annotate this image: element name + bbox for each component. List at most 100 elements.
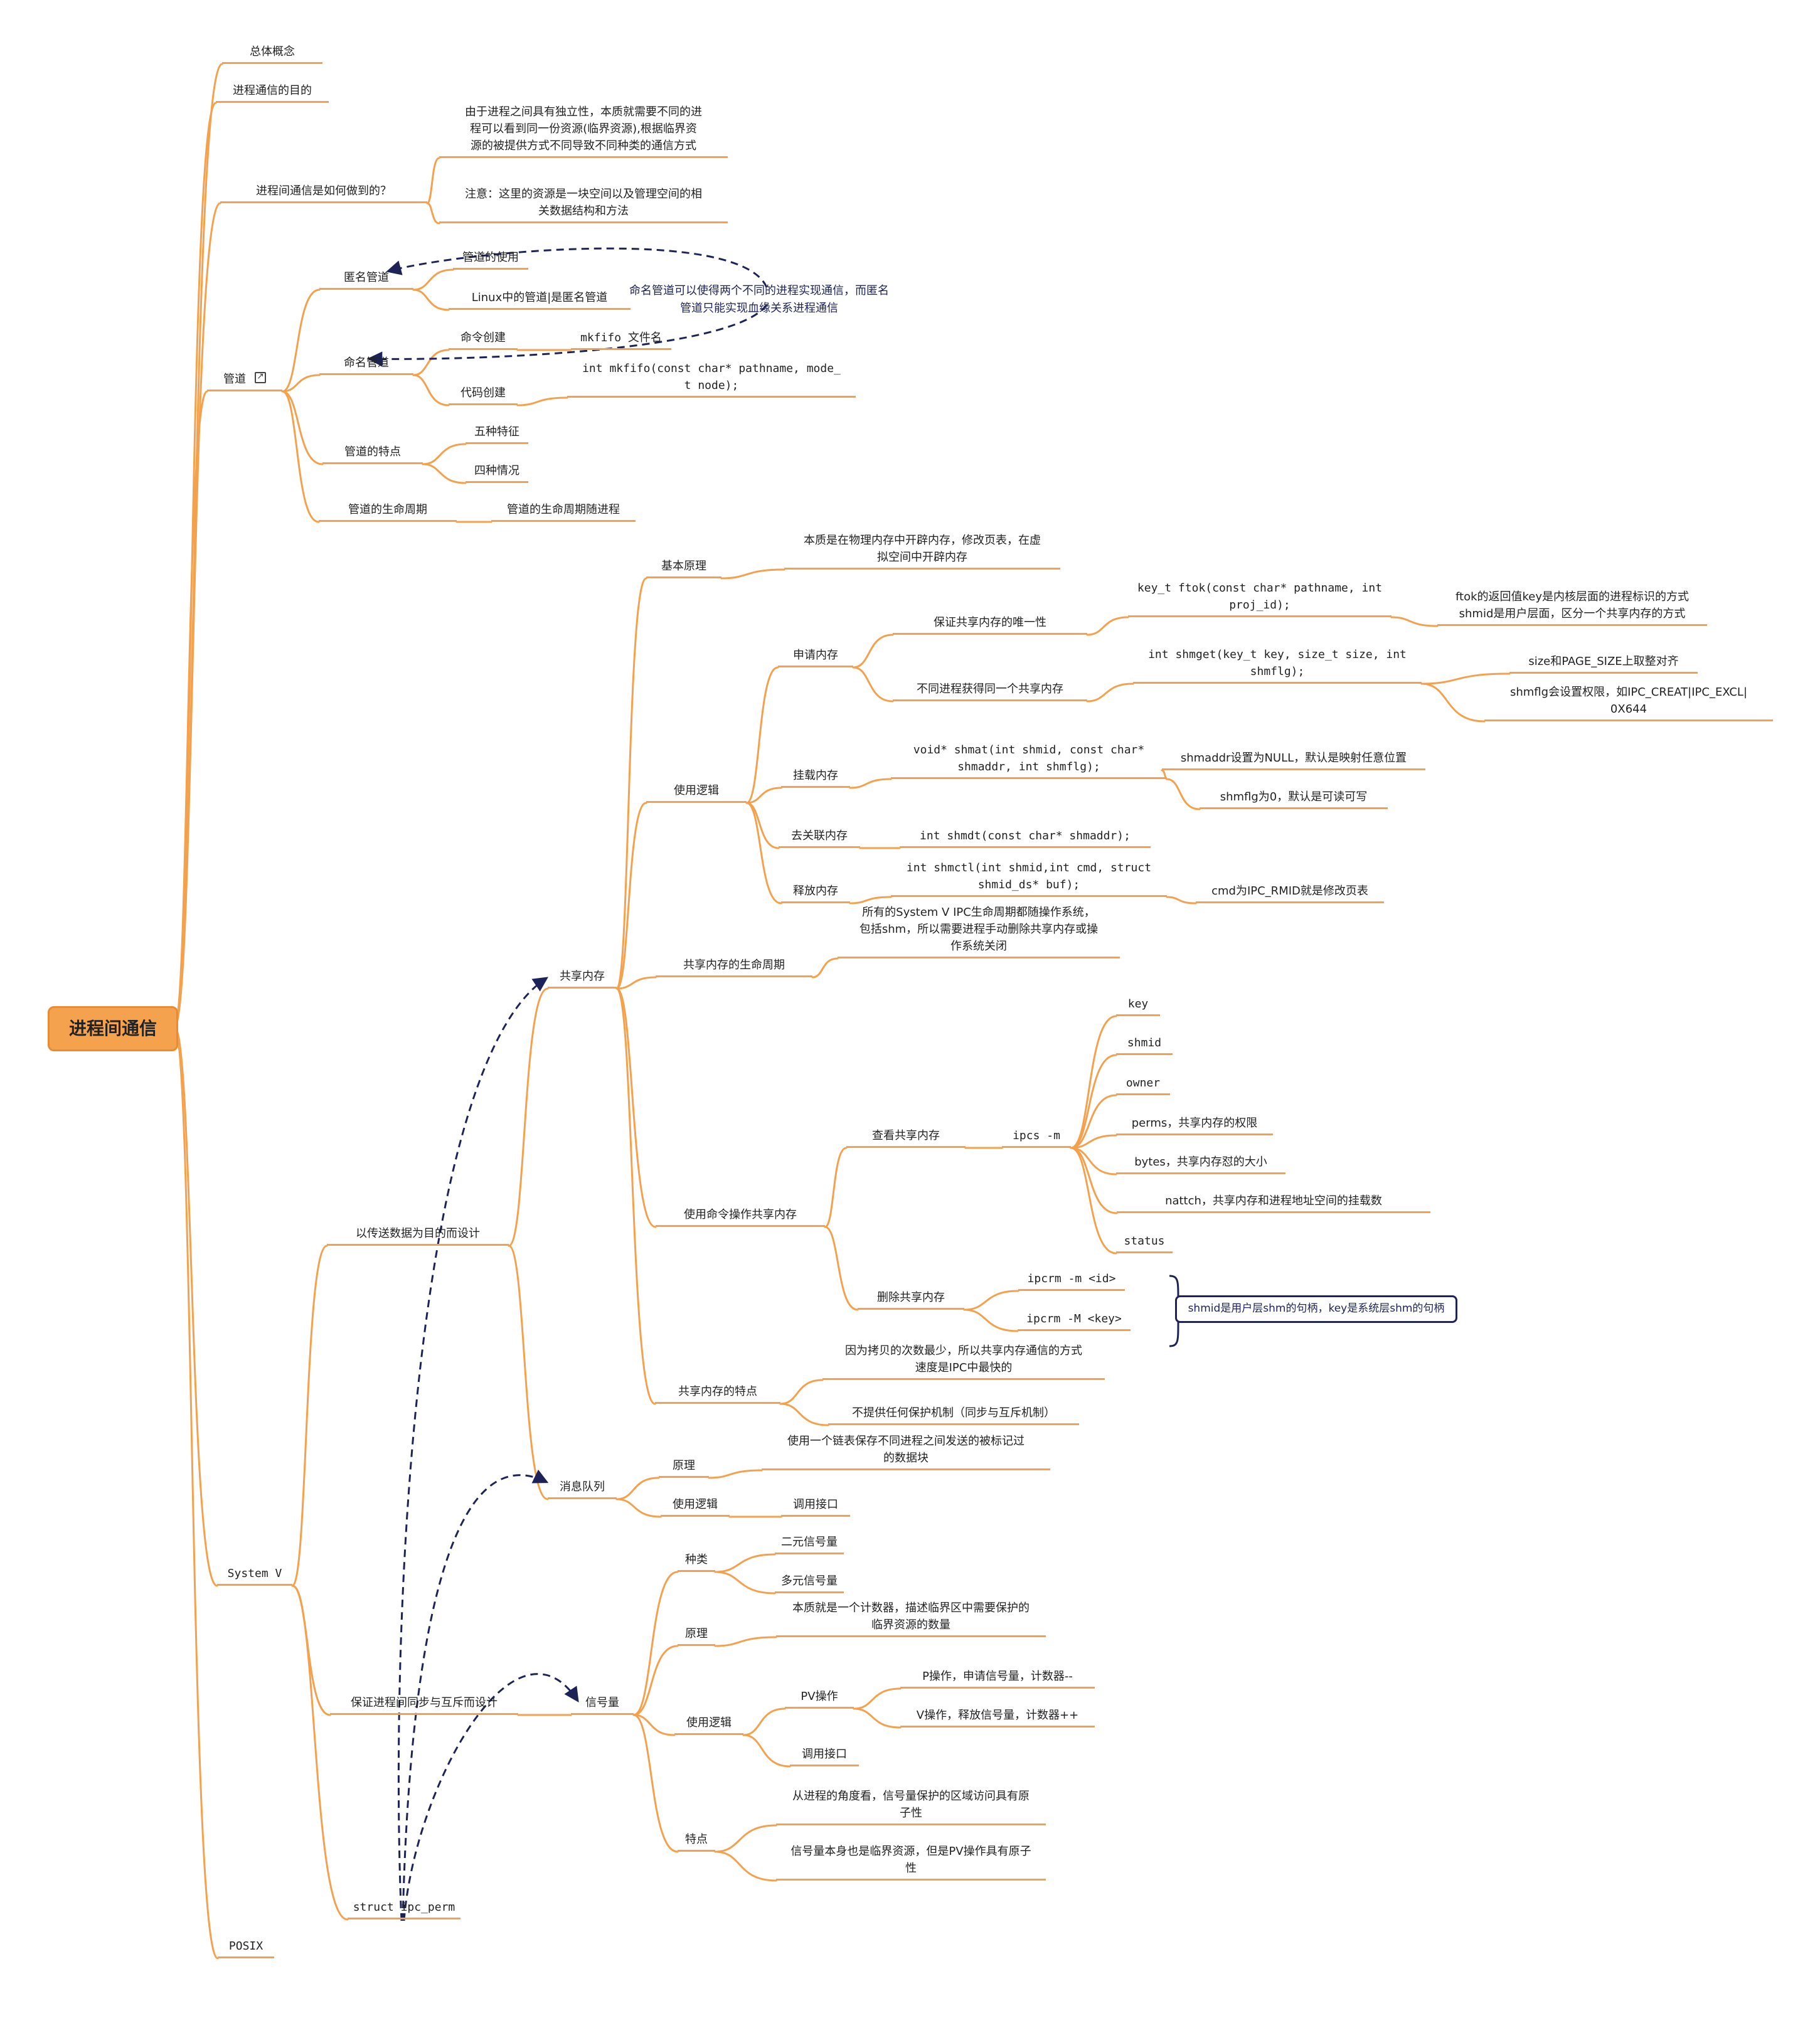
- node-3-1-0[interactable]: 命令创建: [449, 329, 518, 350]
- node-4-0-0-1-2-0[interactable]: int shmdt(const char* shmaddr);: [900, 827, 1151, 848]
- node-2-0[interactable]: 由于进程之间具有独立性，本质就需要不同的进 程可以看到同一份资源(临界资源),根…: [439, 104, 728, 158]
- node-4-0-0-3-0-0[interactable]: ipcs -m: [1002, 1127, 1071, 1148]
- node-4-1-0-0[interactable]: 种类: [678, 1551, 715, 1572]
- node-4-0-0-1-3-0-0[interactable]: cmd为IPC_RMID就是修改页表: [1196, 883, 1384, 903]
- node-3-1-1[interactable]: 代码创建: [449, 385, 518, 405]
- node-4-0-0-1[interactable]: 使用逻辑: [646, 782, 747, 803]
- node-4-1-0-3-0[interactable]: 从进程的角度看，信号量保护的区域访问具有原 子性: [776, 1788, 1046, 1825]
- node-4-0-0-1-1-0[interactable]: void* shmat(int shmid, const char* shmad…: [891, 741, 1167, 779]
- node-4-0-0-3-1-0[interactable]: ipcrm -m <id>: [1018, 1270, 1125, 1291]
- node-5[interactable]: POSIX: [218, 1938, 274, 1958]
- node-4-0-0-1-0-1-0-1[interactable]: shmflg会设置权限，如IPC_CREAT|IPC_EXCL| 0X644: [1484, 684, 1773, 721]
- node-4-0-0-1-0[interactable]: 申请内存: [778, 647, 853, 667]
- node-4-0-0-4-0[interactable]: 因为拷贝的次数最少，所以共享内存通信的方式 速度是IPC中最快的: [822, 1342, 1105, 1380]
- node-4-0-0-1-1-0-0[interactable]: shmaddr设置为NULL，默认是映射任意位置: [1162, 750, 1425, 770]
- node-label: 共享内存: [560, 970, 605, 983]
- node-underline: [678, 1644, 715, 1646]
- node-4-0-0-0[interactable]: 基本原理: [646, 558, 721, 578]
- node-4-0-0-1-3-0[interactable]: int shmctl(int shmid,int cmd, struct shm…: [891, 859, 1167, 897]
- node-4-0-0-4[interactable]: 共享内存的特点: [655, 1383, 780, 1404]
- node-4-0-0-2[interactable]: 共享内存的生命周期: [656, 957, 812, 977]
- node-underline: [1116, 1172, 1285, 1174]
- node-4-0-0-3-0-0-0[interactable]: key: [1116, 995, 1160, 1016]
- node-4-0-0-3-1[interactable]: 删除共享内存: [858, 1289, 964, 1310]
- node-4-0-0-1-0-0[interactable]: 保证共享内存的唯一性: [893, 614, 1087, 635]
- node-3-1[interactable]: 命名管道: [319, 354, 413, 375]
- node-4-0-0-3-0[interactable]: 查看共享内存: [846, 1127, 966, 1148]
- node-4-0-0-3-1-1[interactable]: ipcrm -M <key>: [1018, 1310, 1131, 1331]
- node-4-1-0-3-1[interactable]: 信号量本身也是临界资源，但是PV操作具有原子 性: [776, 1843, 1046, 1881]
- node-3-0-0[interactable]: 管道的使用: [453, 249, 528, 270]
- node-4[interactable]: System V: [217, 1565, 292, 1586]
- node-4-0-0-1-0-1-0-0[interactable]: size和PAGE_SIZE上取整对齐: [1509, 653, 1698, 674]
- node-4-0-0-1-0-1[interactable]: 不同进程获得同一个共享内存: [893, 681, 1087, 701]
- node-4-0-0-0-0[interactable]: 本质是在物理内存中开辟内存，修改页表，在虚 拟空间中开辟内存: [784, 532, 1060, 570]
- root-node[interactable]: 进程间通信: [48, 1006, 178, 1051]
- node-4-0-0-1-0-0-0[interactable]: key_t ftok(const char* pathname, int pro…: [1128, 580, 1392, 617]
- node-4-1-0-0-0[interactable]: 二元信号量: [775, 1534, 844, 1554]
- node-3-0-1[interactable]: Linux中的管道|是匿名管道: [449, 289, 631, 310]
- node-underline: [900, 1726, 1095, 1728]
- node-4-0-1-0[interactable]: 原理: [659, 1457, 709, 1478]
- node-4-0-0-3-0-0-5[interactable]: nattch，共享内存和进程地址空间的挂载数: [1117, 1192, 1430, 1213]
- node-3-2-0[interactable]: 五种特征: [466, 423, 528, 444]
- node-4-0-0-1-0-0-0-0[interactable]: ftok的返回值key是内核层面的进程标识的方式 shmid是用户层面，区分一个…: [1437, 588, 1707, 626]
- node-3-1-0-0[interactable]: mkfifo 文件名: [571, 329, 671, 350]
- node-4-1-0-1[interactable]: 原理: [678, 1625, 715, 1646]
- node-4-1-0-1-0[interactable]: 本质就是一个计数器，描述临界区中需要保护的 临界资源的数量: [776, 1600, 1046, 1637]
- node-underline: [439, 156, 728, 158]
- node-4-0-1-1-0[interactable]: 调用接口: [781, 1496, 850, 1517]
- node-2[interactable]: 进程间通信是如何做到的？: [220, 183, 427, 203]
- node-4-2[interactable]: struct ipc_perm: [348, 1899, 460, 1919]
- node-4-1-0-0-1[interactable]: 多元信号量: [775, 1573, 844, 1593]
- connector-4-0-0-1-0-0-0: [1086, 616, 1129, 636]
- node-3-0[interactable]: 匿名管道: [319, 269, 413, 290]
- node-4-0-0-3-0-0-4[interactable]: bytes，共享内存怼的大小: [1116, 1154, 1285, 1174]
- node-3-1-1-0[interactable]: int mkfifo(const char* pathname, mode_ t…: [567, 360, 856, 398]
- node-0[interactable]: 总体概念: [222, 43, 322, 64]
- node-4-0-0-3-0-0-1[interactable]: shmid: [1116, 1034, 1173, 1055]
- node-4-1-0-3[interactable]: 特点: [678, 1831, 715, 1852]
- node-4-0-0-1-1-0-1[interactable]: shmflg为0，默认是可读可写: [1200, 788, 1388, 809]
- connector-4-0-0-3-0-0-3: [1070, 1134, 1117, 1149]
- node-4-0-0-1-1[interactable]: 挂载内存: [781, 767, 850, 788]
- node-label: struct ipc_perm: [353, 1901, 455, 1914]
- node-4-0-1[interactable]: 消息队列: [548, 1478, 617, 1499]
- node-label: 基本原理: [661, 560, 706, 573]
- node-4-1-0[interactable]: 信号量: [571, 1694, 634, 1715]
- node-4-1-0-2-1[interactable]: 调用接口: [790, 1746, 859, 1766]
- node-4-0-1-1[interactable]: 使用逻辑: [661, 1496, 730, 1517]
- node-4-0-0-2-0[interactable]: 所有的System V IPC生命周期都随操作系统， 包括shm，所以需要进程手…: [838, 904, 1120, 958]
- node-4-0-0-4-1[interactable]: 不提供任何保护机制（同步与互斥机制）: [828, 1404, 1079, 1425]
- connector-root-0: [173, 63, 223, 1028]
- node-underline: [548, 1497, 617, 1499]
- node-4-0-0-3[interactable]: 使用命令操作共享内存: [656, 1206, 825, 1227]
- node-3-3-0[interactable]: 管道的生命周期随进程: [491, 501, 636, 522]
- node-4-1-0-2-0-1[interactable]: V操作，释放信号量，计数器++: [900, 1707, 1095, 1728]
- node-4-0-0-1-0-1-0[interactable]: int shmget(key_t key, size_t size, int s…: [1133, 646, 1422, 684]
- node-4-0-0-3-0-0-6[interactable]: status: [1116, 1233, 1173, 1253]
- node-4-0-0-3-0-0-3[interactable]: perms，共享内存的权限: [1116, 1115, 1273, 1135]
- node-4-1-0-2-0[interactable]: PV操作: [785, 1688, 854, 1709]
- node-3-3[interactable]: 管道的生命周期: [319, 501, 457, 522]
- node-2-1[interactable]: 注意：这里的资源是一块空间以及管理空间的相 关数据结构和方法: [439, 186, 728, 223]
- node-underline: [781, 901, 850, 903]
- external-link-icon[interactable]: [255, 368, 266, 385]
- node-4-1-0-2-0-0[interactable]: P操作，申请信号量，计数器--: [900, 1668, 1095, 1689]
- node-4-0-1-0-0[interactable]: 使用一个链表保存不同进程之间发送的被标记过 的数据块: [762, 1433, 1050, 1470]
- node-label: shmaddr设置为NULL，默认是映射任意位置: [1180, 751, 1407, 765]
- node-4-0-0-1-3[interactable]: 释放内存: [781, 883, 850, 903]
- node-4-0-0[interactable]: 共享内存: [548, 968, 617, 989]
- node-1[interactable]: 进程通信的目的: [216, 82, 329, 103]
- node-3-2[interactable]: 管道的特点: [322, 443, 423, 464]
- connector-4-0-0-1-0-1: [852, 666, 894, 703]
- node-4-1-0-2[interactable]: 使用逻辑: [674, 1714, 743, 1735]
- node-4-0-0-1-2[interactable]: 去关联内存: [779, 827, 860, 848]
- node-4-1[interactable]: 保证进程间同步与互斥而设计: [330, 1694, 518, 1715]
- node-3-2-1[interactable]: 四种情况: [466, 462, 528, 483]
- node-3[interactable]: 管道: [207, 368, 282, 391]
- node-4-0-0-3-0-0-2[interactable]: owner: [1116, 1075, 1170, 1095]
- connector-4-1-0-0: [632, 1571, 679, 1716]
- node-4-0[interactable]: 以传送数据为目的而设计: [327, 1225, 509, 1246]
- connector-4-1-0-2-0-0: [853, 1687, 902, 1710]
